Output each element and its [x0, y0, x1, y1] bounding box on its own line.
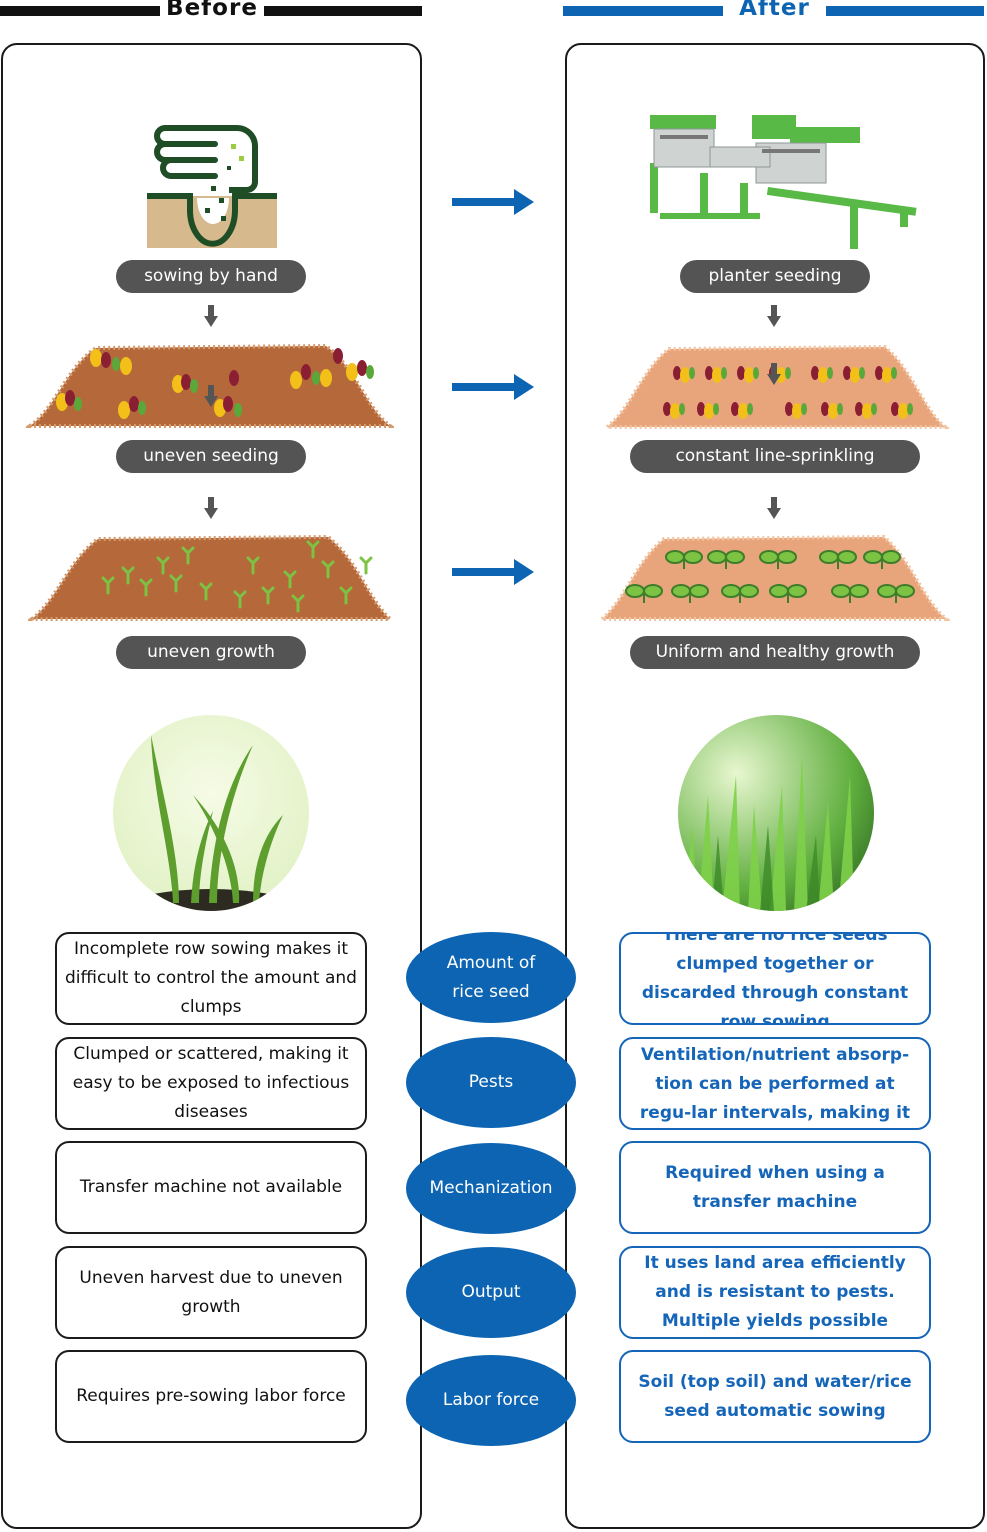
down-arrow-icon	[767, 305, 781, 327]
before-header-line-right	[264, 6, 422, 16]
before-box-labor-force: Requires pre-sowing labor force	[55, 1350, 367, 1443]
planter-machine-image	[650, 115, 917, 249]
before-box-output: Uneven harvest due to uneven growth	[55, 1246, 367, 1339]
step-pill-uneven-growth: uneven growth	[116, 636, 306, 669]
step-pill-uneven-seeding: uneven seeding	[116, 440, 306, 473]
down-arrow-icon	[204, 497, 218, 519]
blue-arrow-right-icon	[452, 374, 534, 400]
category-mechanization: Mechanization	[406, 1143, 576, 1234]
after-box-amount-of-rice-seed: There are no rice seeds clumped together…	[619, 932, 931, 1025]
category-labor-force: Labor force	[406, 1355, 576, 1446]
dense-grass-photo	[678, 715, 874, 911]
after-header: After	[739, 0, 810, 21]
category-pests: Pests	[406, 1037, 576, 1128]
after-box-output: It uses land area efficiently and is res…	[619, 1246, 931, 1339]
step-pill-uniform-healthy-growth: Uniform and healthy growth	[630, 636, 920, 669]
after-box-labor-force: Soil (top soil) and water/rice seed auto…	[619, 1350, 931, 1443]
uneven-growth-soil	[28, 534, 394, 621]
down-arrow-icon	[767, 497, 781, 519]
step-pill-sowing-by-hand: sowing by hand	[116, 260, 306, 293]
after-box-mechanization: Required when using a transfer machine	[619, 1141, 931, 1234]
hand-sowing-icon	[147, 125, 277, 248]
sparse-grass-photo	[113, 715, 309, 911]
before-header-line-left	[0, 6, 160, 16]
category-output: Output	[406, 1247, 576, 1338]
blue-arrow-right-icon	[452, 559, 534, 585]
before-panel	[1, 43, 422, 1529]
step-pill-planter-seeding: planter seeding	[680, 260, 870, 293]
step-pill-constant-line-sprinkling: constant line-sprinkling	[630, 440, 920, 473]
after-header-line-right	[826, 6, 984, 16]
after-header-line-left	[563, 6, 723, 16]
after-panel	[565, 43, 985, 1529]
down-arrow-icon	[204, 385, 218, 407]
line-sprinkling-soil	[603, 344, 949, 429]
uniform-growth-soil	[598, 534, 950, 621]
before-header: Before	[166, 0, 258, 21]
category-amount-of-rice-seed: Amount of rice seed	[406, 932, 576, 1023]
before-box-pests: Clumped or scattered, making it easy to …	[55, 1037, 367, 1130]
down-arrow-icon	[204, 305, 218, 327]
blue-arrow-right-icon	[452, 189, 534, 215]
after-box-pests: Ventilation/nutrient absorp-tion can be …	[619, 1037, 931, 1130]
down-arrow-icon	[767, 363, 781, 385]
before-box-mechanization: Transfer machine not available	[55, 1141, 367, 1234]
before-box-amount-of-rice-seed: Incomplete row sowing makes it difficult…	[55, 932, 367, 1025]
